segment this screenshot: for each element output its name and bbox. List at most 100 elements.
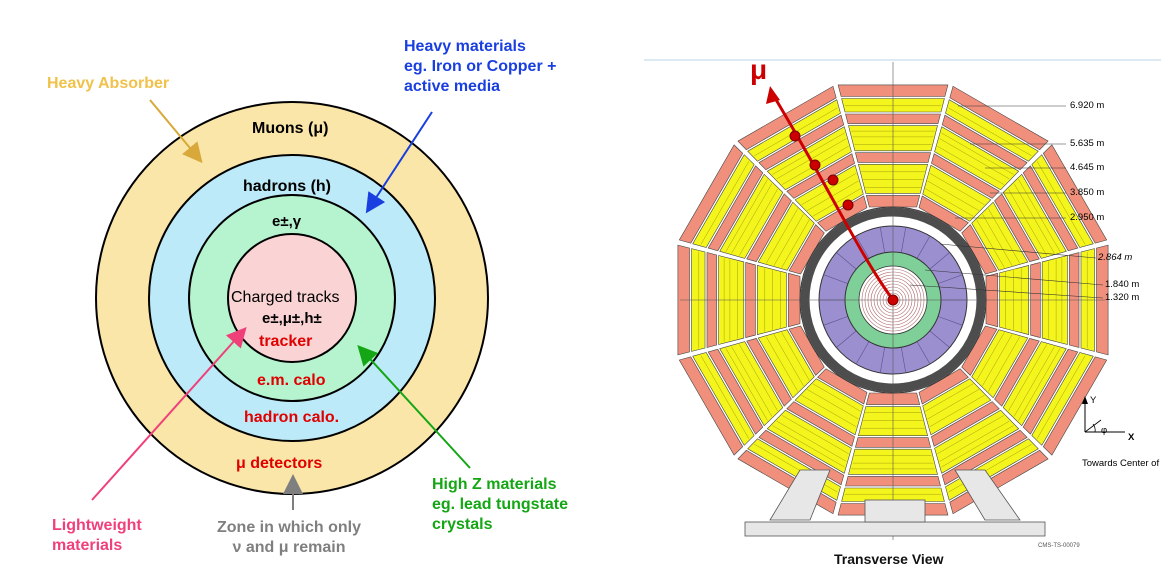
track-hit-0 xyxy=(887,294,899,306)
yoke-stripe-5-1 xyxy=(941,132,1014,175)
yoke-stripe-3-2 xyxy=(1008,189,1047,256)
yoke-stripe-1-7 xyxy=(806,389,859,420)
chamber-ring-4-seg-8 xyxy=(678,356,744,456)
yoke-stripe-5-2 xyxy=(1018,179,1061,252)
hcal-wedge-7 xyxy=(836,330,857,348)
yoke-stripe-0-10 xyxy=(781,219,810,268)
track-hit-1 xyxy=(842,199,854,211)
yoke-stripe-3-10 xyxy=(739,189,778,256)
yoke-stripe-5-7 xyxy=(772,425,845,468)
yoke-ring-2-seg-2 xyxy=(1002,173,1067,259)
leader-line-5 xyxy=(939,243,1097,259)
zone-callout: Zone in which only ν and μ remain xyxy=(217,519,361,556)
yoke-stripe-1-2 xyxy=(982,213,1013,266)
support-base xyxy=(744,521,1046,537)
hadrons-label: hadrons (h) xyxy=(243,178,331,195)
chamber-ring-2-seg-8 xyxy=(746,338,792,407)
track-hit-4 xyxy=(789,130,801,142)
yoke-stripe-2-7 xyxy=(801,395,857,427)
hcal-wedge-8 xyxy=(823,316,849,326)
yoke-stripe-3-8 xyxy=(739,344,778,411)
radius-2864: 2.864 m xyxy=(1098,252,1133,263)
yoke-stripe-0-7 xyxy=(812,383,861,412)
support-center xyxy=(864,499,926,523)
radius-4645: 4.645 m xyxy=(1070,162,1105,173)
yoke-ring-3-seg-2 xyxy=(1031,154,1094,248)
hcal-wedge-10 xyxy=(823,274,849,284)
chamber-ring-4-seg-4 xyxy=(1042,356,1108,456)
towards-label: Towards Center of LHC xyxy=(1082,458,1161,469)
track-hit-3 xyxy=(809,159,821,171)
yoke-stripe-4-5 xyxy=(939,420,1010,462)
hcal-wedge-11 xyxy=(836,252,857,270)
heavy-absorber-callout: Heavy Absorber xyxy=(47,75,170,92)
yoke-stripe-6-8 xyxy=(700,355,749,439)
yoke-ring-1-seg-2 xyxy=(971,201,1029,271)
dimension-leaders xyxy=(909,105,1104,299)
yoke-ring-2-seg-7 xyxy=(766,409,852,474)
yoke-stripe-2-5 xyxy=(929,395,985,427)
chamber-ring-3-seg-4 xyxy=(1022,348,1079,435)
yoke-stripe-6-10 xyxy=(700,161,749,245)
hcal-wedge-17 xyxy=(937,274,963,284)
chamber-ring-4-seg-1 xyxy=(949,85,1049,151)
hcal-wedge-15 xyxy=(916,235,931,259)
radius-6920: 6.920 m xyxy=(1070,100,1105,111)
leader-line-7 xyxy=(909,284,1104,299)
yoke-stripe-5-5 xyxy=(941,425,1014,468)
chamber-ring-3-seg-10 xyxy=(707,165,764,252)
yoke-ring-1-seg-7 xyxy=(794,378,864,436)
yoke-stripe-0-4 xyxy=(976,332,1005,381)
yoke-stripe-2-10 xyxy=(766,208,798,264)
lightweight-callout: Lightweight materials xyxy=(52,517,142,554)
hcal-wedge-13 xyxy=(879,227,885,253)
yoke-stripe-4-10 xyxy=(731,183,773,254)
figure-code: CMS-TS-00079 xyxy=(1038,543,1080,549)
yoke-stripe-3-5 xyxy=(937,415,1004,454)
muons-label: Muons (μ) xyxy=(252,120,329,137)
support-feet xyxy=(744,396,1125,537)
hcal-wedge-14 xyxy=(901,227,907,253)
yoke-ring-3-seg-1 xyxy=(945,99,1039,162)
yoke-stripe-4-1 xyxy=(939,138,1010,180)
yoke-stripe-6-1 xyxy=(948,107,1032,156)
em-particles-label: e±,γ xyxy=(272,213,302,230)
leader-line-6 xyxy=(924,269,1104,286)
yoke-stripe-5-10 xyxy=(725,179,768,252)
muon-track xyxy=(766,86,899,306)
yoke-ring-2-seg-5 xyxy=(934,409,1020,474)
absorber-arrow xyxy=(149,99,203,164)
hcal-wedge-4 xyxy=(901,347,907,373)
yoke-ring-1-seg-8 xyxy=(757,329,815,399)
yoke-stripe-2-11 xyxy=(801,173,857,205)
yoke-ring-2-seg-10 xyxy=(719,173,784,259)
yoke-ring-3-seg-4 xyxy=(1031,352,1094,446)
chamber-ring-4-seg-10 xyxy=(678,144,744,244)
tracks-particles: e±,μ±,h± xyxy=(262,310,322,327)
chamber-ring-2-seg-7 xyxy=(786,401,855,447)
hcal-wedge-2 xyxy=(929,330,950,348)
track-hit-2 xyxy=(827,174,839,186)
yoke-stripe-5-4 xyxy=(1018,348,1061,421)
yoke-stripe-1-4 xyxy=(982,334,1013,387)
yoke-stripe-2-8 xyxy=(766,336,798,392)
yoke-stripe-6-2 xyxy=(1037,161,1086,245)
yoke-ring-1-seg-1 xyxy=(922,164,992,222)
yoke-stripe-3-1 xyxy=(937,146,1004,185)
radius-1840: 1.840 m xyxy=(1105,279,1140,290)
heavy-materials-arrow xyxy=(365,111,433,214)
tracker-label: tracker xyxy=(259,333,313,350)
axis-x-label: X xyxy=(1128,432,1135,443)
hcal-wedge-16 xyxy=(929,252,950,270)
track-arrowhead xyxy=(766,86,780,104)
yoke-stripe-2-1 xyxy=(929,173,985,205)
support-foot-right xyxy=(954,469,1021,521)
yoke-stripe-3-4 xyxy=(1008,344,1047,411)
yoke-ring-1-seg-4 xyxy=(971,329,1029,399)
high-z-arrow xyxy=(357,345,471,469)
yoke-stripe-0-2 xyxy=(976,219,1005,268)
yoke-stripe-1-10 xyxy=(773,213,804,266)
chamber-ring-2-seg-10 xyxy=(746,193,792,262)
